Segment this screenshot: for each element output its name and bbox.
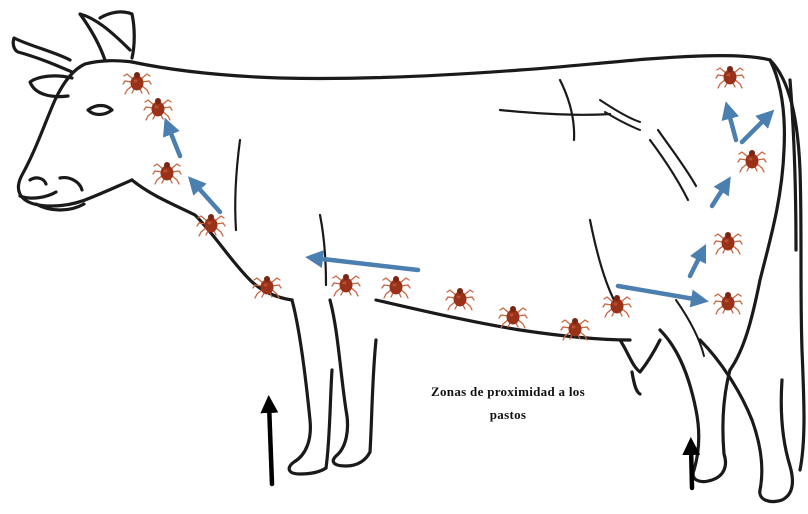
tick-icon bbox=[446, 288, 474, 310]
tick-icon bbox=[714, 292, 742, 314]
tick-icon bbox=[382, 276, 410, 298]
migration-arrow-icon bbox=[314, 258, 418, 270]
ground-arrow-icon bbox=[691, 446, 692, 488]
caption-line-1: Zonas de proximidad a los bbox=[392, 380, 624, 403]
tick-icon bbox=[716, 66, 744, 88]
tick-icon bbox=[332, 274, 360, 296]
migration-arrow-icon bbox=[194, 183, 220, 212]
migration-arrow-icon bbox=[168, 126, 180, 156]
tick-icon bbox=[603, 295, 631, 317]
migration-arrows bbox=[168, 110, 768, 300]
tick-icons bbox=[123, 66, 766, 340]
tick-icon bbox=[144, 98, 172, 120]
ground-arrow-icon bbox=[269, 404, 272, 484]
tick-icon bbox=[714, 232, 742, 254]
tick-icon bbox=[499, 306, 527, 328]
tick-icon bbox=[738, 150, 766, 172]
migration-arrow-icon bbox=[690, 252, 702, 276]
migration-arrow-icon bbox=[712, 184, 726, 206]
tick-icon bbox=[123, 72, 151, 94]
caption: Zonas de proximidad a los pastos bbox=[392, 380, 624, 426]
caption-line-2: pastos bbox=[392, 403, 624, 426]
migration-arrow-icon bbox=[728, 110, 736, 140]
migration-arrow-icon bbox=[618, 286, 700, 300]
tick-icon bbox=[153, 162, 181, 184]
migration-arrow-icon bbox=[742, 116, 768, 142]
